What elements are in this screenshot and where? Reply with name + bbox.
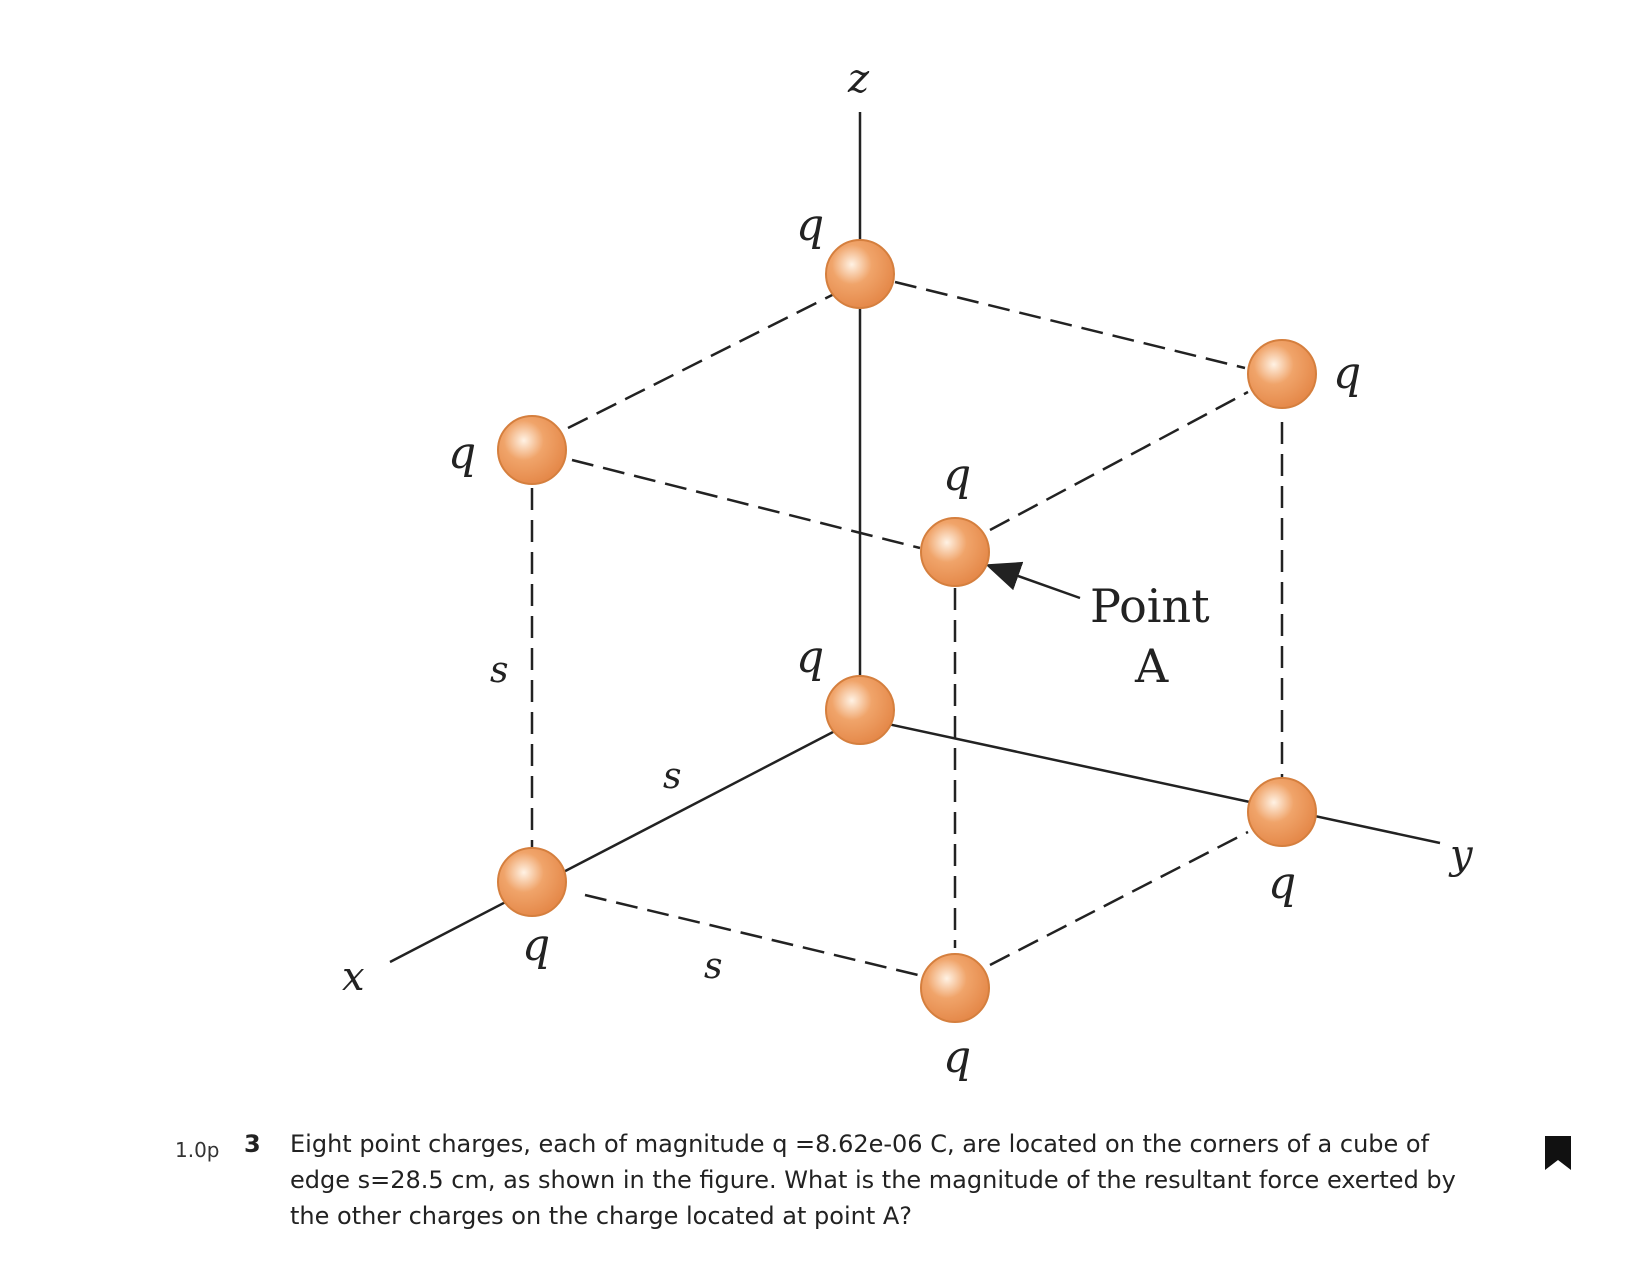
charge-label-point-a: q bbox=[943, 450, 971, 501]
cube-edge-top-back-right bbox=[894, 280, 1246, 370]
charge-label-bottom-right: q bbox=[1268, 858, 1296, 909]
charge-point-a bbox=[920, 517, 990, 587]
charge-label-top-right: q bbox=[1333, 348, 1361, 399]
cube-edge-bottom-front-right bbox=[989, 830, 1249, 967]
charge-bottom-left bbox=[497, 847, 567, 917]
charge-bottom-right bbox=[1247, 777, 1317, 847]
edge-label-vertical: s bbox=[490, 650, 508, 691]
x-axis-label: x bbox=[342, 954, 365, 1000]
y-axis-label: y bbox=[1448, 832, 1474, 878]
point-a-arrow bbox=[985, 561, 1081, 600]
charge-top-left bbox=[497, 415, 567, 485]
point-a-label-line2: A bbox=[1134, 639, 1169, 693]
charge-label-bottom-left: q bbox=[522, 920, 550, 971]
charge-label-origin: q bbox=[796, 632, 824, 683]
z-axis-label: z bbox=[847, 56, 870, 102]
question-text: Eight point charges, each of magnitude q… bbox=[290, 1130, 1456, 1230]
edge-label-x: s bbox=[663, 756, 681, 797]
cube-edge-bottom-front-left bbox=[584, 893, 919, 977]
cube-edge-top-front-right bbox=[989, 390, 1249, 532]
charge-label-top-back: q bbox=[796, 200, 824, 251]
charge-label-top-left: q bbox=[448, 428, 476, 479]
cube-edge-top-front-left bbox=[571, 458, 921, 550]
x-axis bbox=[389, 716, 861, 964]
charge-top-right bbox=[1247, 339, 1317, 409]
charge-bottom-front bbox=[920, 953, 990, 1023]
charge-top-back bbox=[825, 239, 895, 309]
question-points: 1.0p bbox=[175, 1138, 220, 1162]
cube-edge-top-back-left bbox=[567, 280, 859, 430]
question-number: 3 bbox=[244, 1130, 261, 1158]
edge-label-bottom: s bbox=[704, 946, 722, 987]
cube-charge-diagram: z y x q q q q q q q q s s s Point A bbox=[342, 56, 1474, 1083]
y-axis bbox=[859, 716, 1441, 845]
bookmark-icon[interactable] bbox=[1545, 1136, 1571, 1170]
point-a-label-line1: Point bbox=[1090, 579, 1210, 633]
charge-origin bbox=[825, 675, 895, 745]
charge-label-bottom-front: q bbox=[943, 1032, 971, 1083]
